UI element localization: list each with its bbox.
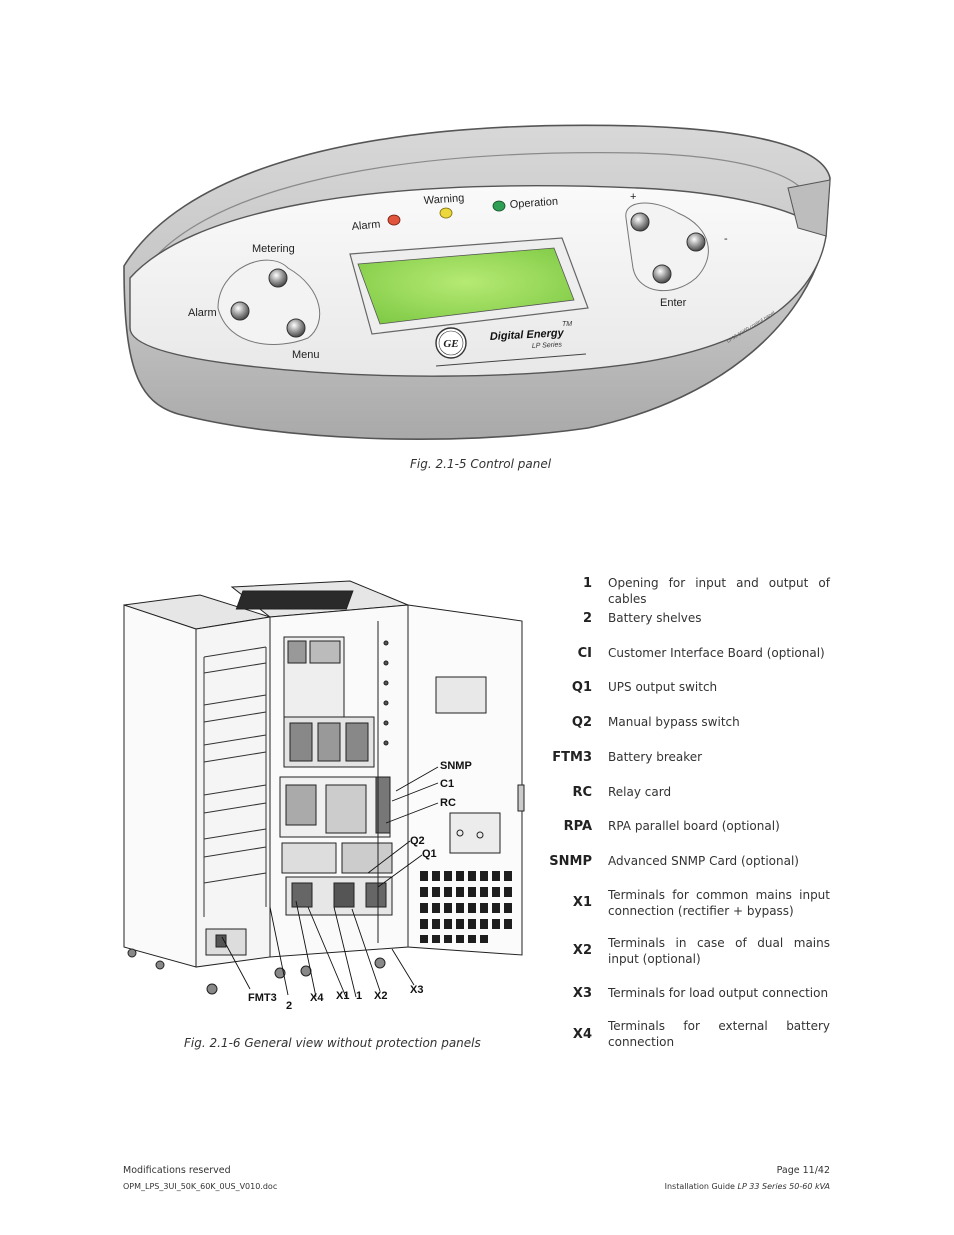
operation-led-label: Operation (509, 196, 558, 211)
footer-guide-title: Installation Guide LP 33 Series 50-60 kV… (665, 1182, 830, 1191)
callout-q1: Q1 (422, 848, 437, 860)
legend-code: X4 (572, 1027, 592, 1042)
plus-button[interactable] (630, 212, 650, 232)
legend-code: CI (577, 646, 592, 661)
alarm-button-label: Alarm (188, 307, 217, 319)
menu-label: Menu (292, 349, 320, 361)
legend-code: SNMP (549, 854, 592, 869)
legend-code: X3 (572, 986, 592, 1001)
alarm-led-label: Alarm (351, 219, 381, 233)
legend-code: Q1 (571, 680, 592, 695)
legend-code: Q2 (571, 715, 592, 730)
door-vent-grid (420, 871, 512, 943)
legend-desc: Battery breaker (608, 750, 703, 764)
legend-desc: Advanced SNMP Card (optional) (608, 854, 799, 868)
legend-desc: Terminals for external battery connectio… (608, 1019, 830, 1049)
footer-page-number: Page 11/42 (776, 1165, 830, 1176)
legend-desc: UPS output switch (608, 680, 718, 694)
plus-label: + (630, 191, 636, 203)
legend-code: 1 (582, 576, 592, 591)
legend-desc: Terminals in case of dual mains input (o… (608, 936, 830, 966)
footer-modifications: Modifications reserved (123, 1165, 231, 1176)
legend-desc: Opening for input and output of cables (608, 576, 830, 606)
alarm-led: Alarm (351, 214, 401, 233)
legend-desc: Manual bypass switch (608, 715, 740, 729)
footer-guide-series: LP 33 Series 50-60 kVA (737, 1182, 830, 1191)
metering-label: Metering (252, 243, 295, 255)
enter-label: Enter (660, 297, 687, 309)
legend-desc: Terminals for load output connection (608, 986, 829, 1000)
legend-code: 2 (582, 611, 592, 626)
ge-logo: GE (435, 327, 467, 359)
legend-desc: RPA parallel board (optional) (608, 819, 780, 833)
callout-q2: Q2 (410, 835, 425, 847)
battery-shelves (203, 646, 267, 917)
callout-x3: X3 (410, 984, 423, 996)
callout-2: 2 (286, 1000, 292, 1012)
alarm-button[interactable] (230, 301, 250, 321)
warning-led-label: Warning (423, 192, 464, 207)
legend-desc: Terminals for common mains input connect… (608, 888, 830, 918)
minus-label: - (724, 233, 728, 245)
brand-name: Digital Energy (490, 327, 565, 343)
ups-cabinet-figure: SNMP C1 RC Q2 Q1 FMT3 2 X4 X1 1 X2 X3 (123, 580, 525, 1012)
legend-code: X1 (572, 895, 592, 910)
callout-c1: C1 (440, 778, 454, 790)
minus-button[interactable] (686, 232, 706, 252)
footer-filename: OPM_LPS_3UI_50K_60K_0US_V010.doc (123, 1182, 278, 1191)
legend-code: X2 (572, 943, 592, 958)
casters (127, 948, 386, 995)
menu-button[interactable] (286, 318, 306, 338)
operation-led: Operation (492, 196, 558, 212)
svg-text:GE: GE (443, 338, 458, 350)
legend-code: FTM3 (552, 750, 592, 765)
callout-rc: RC (440, 797, 456, 809)
warning-led: Warning (423, 192, 465, 219)
control-panel-figure: Alarm Warning Operation Metering Alarm M… (123, 124, 831, 441)
metering-button[interactable] (268, 268, 288, 288)
legend-code: RC (572, 785, 592, 800)
legend-desc: Battery shelves (608, 611, 702, 625)
enter-button[interactable] (652, 264, 672, 284)
legend-desc: Relay card (608, 785, 672, 799)
callout-x4: X4 (310, 992, 324, 1004)
brand-tm: TM (562, 321, 572, 328)
brand-series: LP Series (532, 341, 563, 350)
callout-fmt3: FMT3 (248, 992, 277, 1004)
callout-x1: X1 (336, 990, 349, 1002)
callout-snmp: SNMP (440, 760, 472, 772)
legend-code: RPA (563, 819, 592, 834)
figure-caption-general-view: Fig. 2.1-6 General view without protecti… (184, 1036, 481, 1050)
footer-guide-prefix: Installation Guide (664, 1182, 738, 1191)
lcd-display (349, 237, 589, 335)
legend-desc: Customer Interface Board (optional) (608, 646, 825, 660)
callout-x2: X2 (374, 990, 387, 1002)
figure-caption-control-panel: Fig. 2.1-5 Control panel (410, 457, 552, 471)
callout-1: 1 (356, 990, 362, 1002)
